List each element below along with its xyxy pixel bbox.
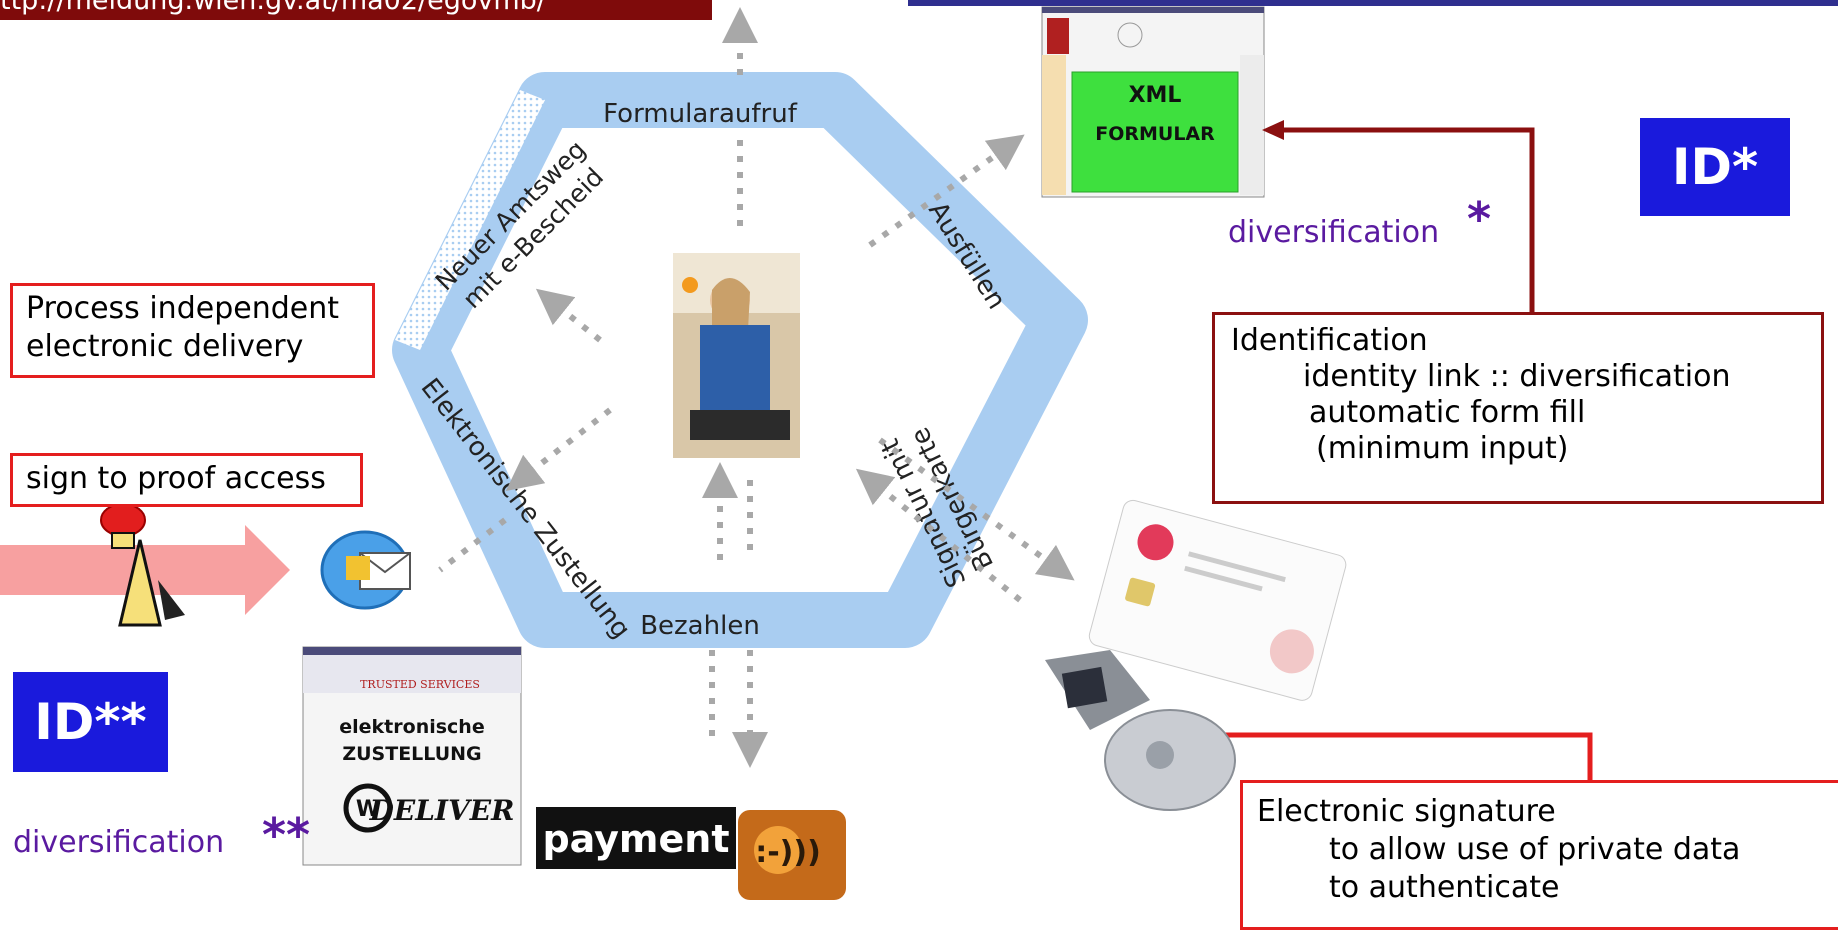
diversification-right: diversification [1228, 215, 1439, 250]
process-independent-box: Process independent electronic delivery [10, 283, 375, 378]
email-icon [320, 530, 411, 610]
identification-line3: (minimum input) [1316, 431, 1569, 466]
zustellung-screenshot: TRUSTED SERVICES elektronische ZUSTELLUN… [302, 646, 522, 866]
diversification-right-label: diversification [1228, 215, 1440, 250]
identification-arrowhead [1262, 120, 1284, 140]
diversification-left-label: diversification [13, 825, 225, 860]
sign-to-proof-label: sign to proof access [26, 461, 326, 496]
diversification-right-star: * [1467, 192, 1492, 246]
person-photo [673, 253, 800, 458]
diversification-left: diversification [13, 825, 224, 860]
sign-to-proof-box: sign to proof access [10, 453, 363, 507]
signature-line1: to allow use of private data [1329, 832, 1741, 867]
process-line1: Process independent [26, 291, 339, 326]
arrow-to-zustellung [505, 407, 612, 492]
svg-text::-))): :-))) [755, 835, 821, 870]
arrow-to-mail [438, 517, 507, 573]
signature-title: Electronic signature [1257, 794, 1556, 829]
person-figure-icon [100, 503, 185, 627]
gray-arrows [438, 7, 1075, 768]
xml-form-line1: XML [1129, 83, 1182, 108]
label-formularaufruf: Formularaufruf [603, 99, 798, 129]
id-double-star-box: ID** [13, 672, 168, 772]
id-star-box: ID* [1640, 118, 1790, 216]
arrow-to-card [878, 437, 1075, 581]
id-star-label: ID* [1671, 138, 1759, 196]
mobile-phone-image [1045, 650, 1236, 811]
url-bar[interactable]: ttp://meldung.wien.gv.at/ma02/egovmb/ [0, 0, 712, 20]
hexagon-dotted-segment [395, 90, 545, 350]
citizen-card-image [1088, 499, 1347, 701]
diversification-left-star: ** [262, 808, 311, 862]
zustellung-header: TRUSTED SERVICES [360, 678, 480, 691]
signature-connector [1200, 732, 1593, 780]
svg-text:W: W [356, 797, 380, 822]
identification-box: Identification identity link :: diversif… [1212, 312, 1824, 504]
process-hexagon [392, 72, 1088, 648]
xml-form-screenshot: XML FORMULAR [1041, 6, 1265, 198]
arrow-from-card [855, 468, 1022, 603]
payment-label: payment [542, 817, 729, 861]
id-double-star-label: ID** [34, 693, 147, 751]
zustellung-line1: elektronische [339, 716, 484, 738]
payment-logo: payment :-))) [536, 807, 846, 900]
label-bezahlen: Bezahlen [640, 611, 760, 641]
electronic-signature-box: Electronic signature to allow use of pri… [1240, 780, 1838, 930]
arrow-to-amtsweg [535, 288, 602, 343]
top-divider [908, 0, 1838, 6]
url-text: ttp://meldung.wien.gv.at/ma02/egovmb/ [0, 0, 546, 16]
identification-connector [1268, 127, 1535, 312]
xml-form-line2: FORMULAR [1095, 123, 1215, 145]
deliver-logo-text: DELIVER [369, 794, 515, 827]
identification-line2: automatic form fill [1309, 395, 1586, 430]
process-line2: electronic delivery [26, 329, 304, 364]
zustellung-line2: ZUSTELLUNG [342, 743, 481, 765]
identification-title: Identification [1231, 323, 1428, 358]
identification-line1: identity link :: diversification [1303, 359, 1731, 394]
signature-line2: to authenticate [1329, 870, 1560, 905]
